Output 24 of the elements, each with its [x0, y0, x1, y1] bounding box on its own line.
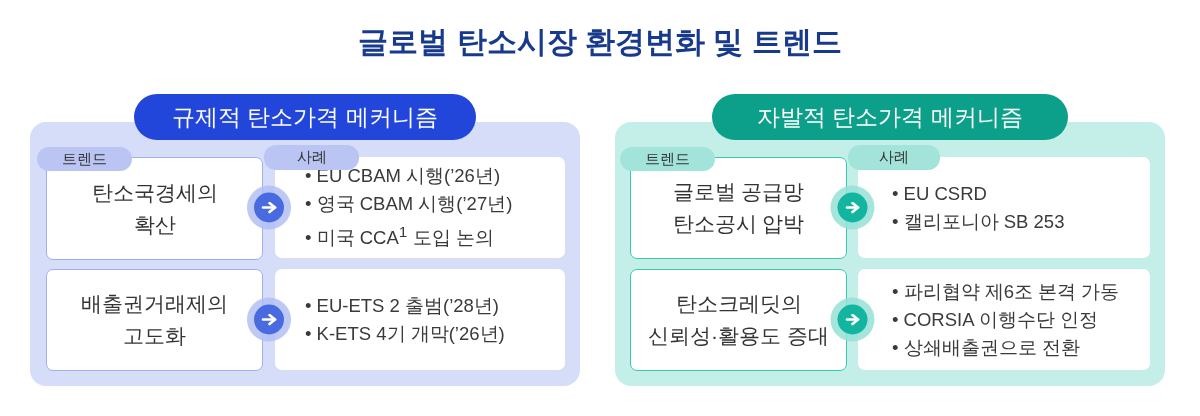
arrow	[845, 313, 860, 326]
arrow	[845, 201, 860, 214]
bullet-text: • 미국 CCA$^{1}$ 도입 논의	[305, 222, 494, 251]
bullet-text: • 영국 CBAM 시행(’27년)	[305, 192, 513, 217]
bullet-text: • EU CSRD	[892, 181, 987, 206]
bullet-text: • EU-ETS 2 출범(’28년)	[305, 293, 500, 318]
bullet-text: • CORSIA 이행수단 인정	[892, 307, 1098, 332]
trend-box: 탄소크레딧의 신뢰성·활용도 증대	[630, 269, 847, 371]
case-box	[858, 269, 1150, 370]
arrow	[261, 313, 277, 326]
heading-pill: 규제적 탄소가격 메커니즘	[134, 94, 476, 140]
arrow	[261, 201, 277, 214]
bullet-text: • 상쇄배출권으로 전환	[892, 335, 1080, 360]
case-box	[275, 269, 565, 370]
bullet-text: • 파리협약 제6조 본격 가동	[892, 279, 1120, 304]
bullet-text: • K-ETS 4기 개막(’26년)	[305, 321, 505, 346]
title: 글로벌 탄소시장 환경변화 및 트렌드	[357, 24, 843, 60]
tag-pill: 트렌드	[620, 147, 715, 171]
tag-pill: 사례	[848, 145, 940, 170]
trend-box: 배출권거래제의 고도화	[46, 269, 263, 371]
tag-pill: 사례	[264, 145, 359, 170]
heading-pill: 자발적 탄소가격 메커니즘	[712, 94, 1068, 140]
bullet-text: • 캘리포니아 SB 253	[892, 209, 1065, 234]
tag-pill: 트렌드	[37, 147, 132, 171]
